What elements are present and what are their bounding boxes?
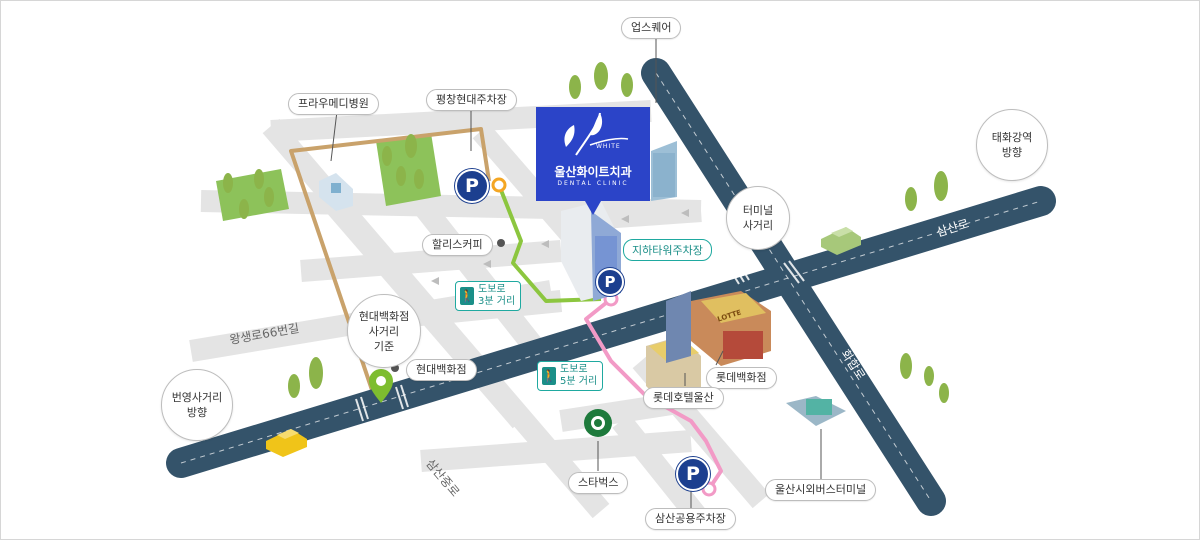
walk-5min-text: 도보로 5분 거리 — [560, 364, 598, 387]
taxi-car — [266, 429, 307, 457]
bubble-beonyeong-direction[interactable]: 번영사거리 방향 — [161, 369, 233, 441]
green-car — [821, 227, 861, 255]
bubble-taehwa-direction[interactable]: 태화강역 방향 — [976, 109, 1048, 181]
road-samsan-ro — [166, 186, 1056, 478]
label-hyundai-dept[interactable]: 현대백화점 — [406, 359, 477, 381]
clinic-small-text: WHITE — [596, 143, 621, 150]
bubble-hyundai-intersection[interactable]: 현대백화점 사거리 기준 — [347, 294, 421, 368]
building-hospital — [319, 173, 353, 211]
label-fraumedi-hospital[interactable]: 프라우메디병원 — [288, 93, 379, 115]
walking-person-icon: 🚶 — [541, 367, 557, 385]
clinic-sign[interactable]: WHITE 울산화이트치과 DENTAL CLINIC — [536, 107, 650, 201]
parking-icon-underground: P — [596, 268, 624, 296]
label-starbucks[interactable]: 스타벅스 — [568, 472, 629, 494]
location-pin-icon — [369, 369, 393, 403]
building-terminal — [786, 396, 846, 426]
walk-5min-tag: 🚶 도보로 5분 거리 — [537, 361, 604, 391]
clinic-english: DENTAL CLINIC — [557, 180, 629, 187]
walk-3min-tag: 🚶 도보로 3분 거리 — [455, 281, 522, 311]
clinic-logo-icon — [564, 112, 629, 156]
label-samsan-parking[interactable]: 삼산공용주차장 — [645, 508, 736, 530]
route-brown — [289, 127, 491, 394]
label-lotte-hotel[interactable]: 롯데호텔울산 — [643, 387, 724, 409]
walk-3min-text: 도보로 3분 거리 — [478, 284, 516, 307]
label-hollys-coffee[interactable]: 할리스커피 — [422, 234, 493, 256]
park-west — [216, 169, 289, 221]
building-office — [666, 291, 691, 363]
park-north — [376, 133, 441, 206]
building-lotte — [691, 291, 771, 366]
parking-icon-pyeongchang: P — [455, 169, 489, 203]
trees — [223, 62, 949, 403]
hollys-dot — [497, 239, 505, 247]
parking-icon-samsan: P — [676, 457, 710, 491]
label-pyeongchang-parking[interactable]: 평창현대주차장 — [426, 89, 517, 111]
label-lotte-dept[interactable]: 롯데백화점 — [706, 367, 777, 389]
route-walk-3min — [497, 184, 602, 303]
clinic-name: 울산화이트치과 — [554, 165, 632, 179]
pyeongchang-parking-point — [491, 177, 507, 193]
bubble-terminal-intersection[interactable]: 터미널 사거리 — [726, 186, 790, 250]
label-bus-terminal[interactable]: 울산시외버스터미널 — [765, 479, 877, 501]
label-underground-parking[interactable]: 지하타워주차장 — [623, 239, 712, 261]
label-ups-square[interactable]: 업스퀘어 — [621, 17, 682, 39]
building-ups-square — [651, 141, 677, 201]
walking-person-icon: 🚶 — [459, 287, 475, 305]
